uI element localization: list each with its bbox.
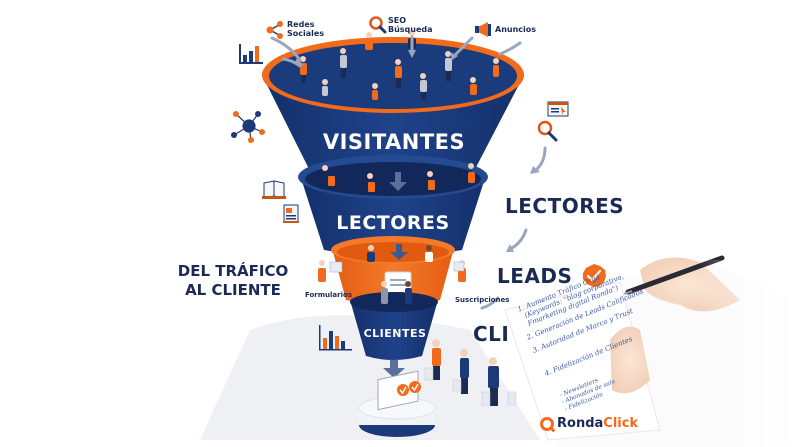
checkout-pedestal — [358, 370, 436, 437]
notebook-illustration — [504, 255, 800, 447]
browser-click-icon — [547, 101, 569, 117]
flow-arrows — [270, 35, 547, 310]
source-label-anuncios: Anuncios — [495, 25, 536, 34]
check-icon — [397, 384, 409, 396]
check-icon — [409, 381, 421, 393]
brand-logo: RondaClick — [540, 416, 638, 431]
source-label-line: SEO — [388, 16, 407, 25]
brand-name-part2: Click — [603, 416, 639, 431]
tagline-line-1: DEL TRÁFICO — [177, 262, 289, 280]
open-book-icon — [262, 180, 286, 199]
seo-magnifier-icon — [369, 16, 387, 34]
megaphone-icon — [475, 22, 491, 37]
tagline: DEL TRÁFICO AL CLIENTE — [172, 262, 294, 300]
source-label-line: Anuncios — [495, 25, 537, 34]
share-network-icon — [266, 21, 283, 39]
network-users-icon — [231, 111, 265, 143]
down-arrow-icon — [389, 172, 407, 191]
brand-name-part1: Ronda — [557, 416, 604, 431]
source-label-seo: SEO Búsqueda — [388, 16, 433, 34]
right-label-clientes-partial: CLI — [473, 322, 510, 346]
source-label-line: Búsqueda — [388, 25, 433, 34]
right-label-leads: LEADS — [497, 264, 573, 288]
funnel-stage-lectores — [298, 155, 488, 256]
walking-customers — [424, 339, 517, 406]
logo-q-icon — [540, 416, 554, 431]
funnel-stage-clientes — [350, 281, 438, 378]
formularios-label: Formularios — [305, 291, 352, 299]
funnel-stage-visitantes — [262, 30, 524, 184]
bar-chart-icon — [239, 44, 263, 64]
search-magnifier-icon — [537, 120, 558, 142]
stage-label-lectores: LECTORES — [336, 212, 450, 234]
brand-name: RondaClick — [557, 416, 638, 431]
bar-chart-icon-2 — [319, 325, 352, 351]
check-badge-icon — [583, 264, 606, 287]
hand-bottom — [610, 326, 650, 394]
article-icon — [283, 204, 299, 223]
source-label-line: Sociales — [287, 29, 325, 38]
right-label-lectores: LECTORES — [505, 194, 625, 218]
suscripciones-label: Suscripciones — [455, 296, 510, 304]
stage-label-clientes: CLIENTES — [363, 327, 427, 340]
ground-shadow — [200, 315, 540, 440]
source-label-redes-sociales: Redes Sociales — [287, 20, 324, 38]
tagline-line-2: AL CLIENTE — [185, 281, 281, 299]
stage-label-visitantes: VISITANTES — [322, 130, 466, 154]
source-label-line: Redes — [287, 20, 315, 29]
